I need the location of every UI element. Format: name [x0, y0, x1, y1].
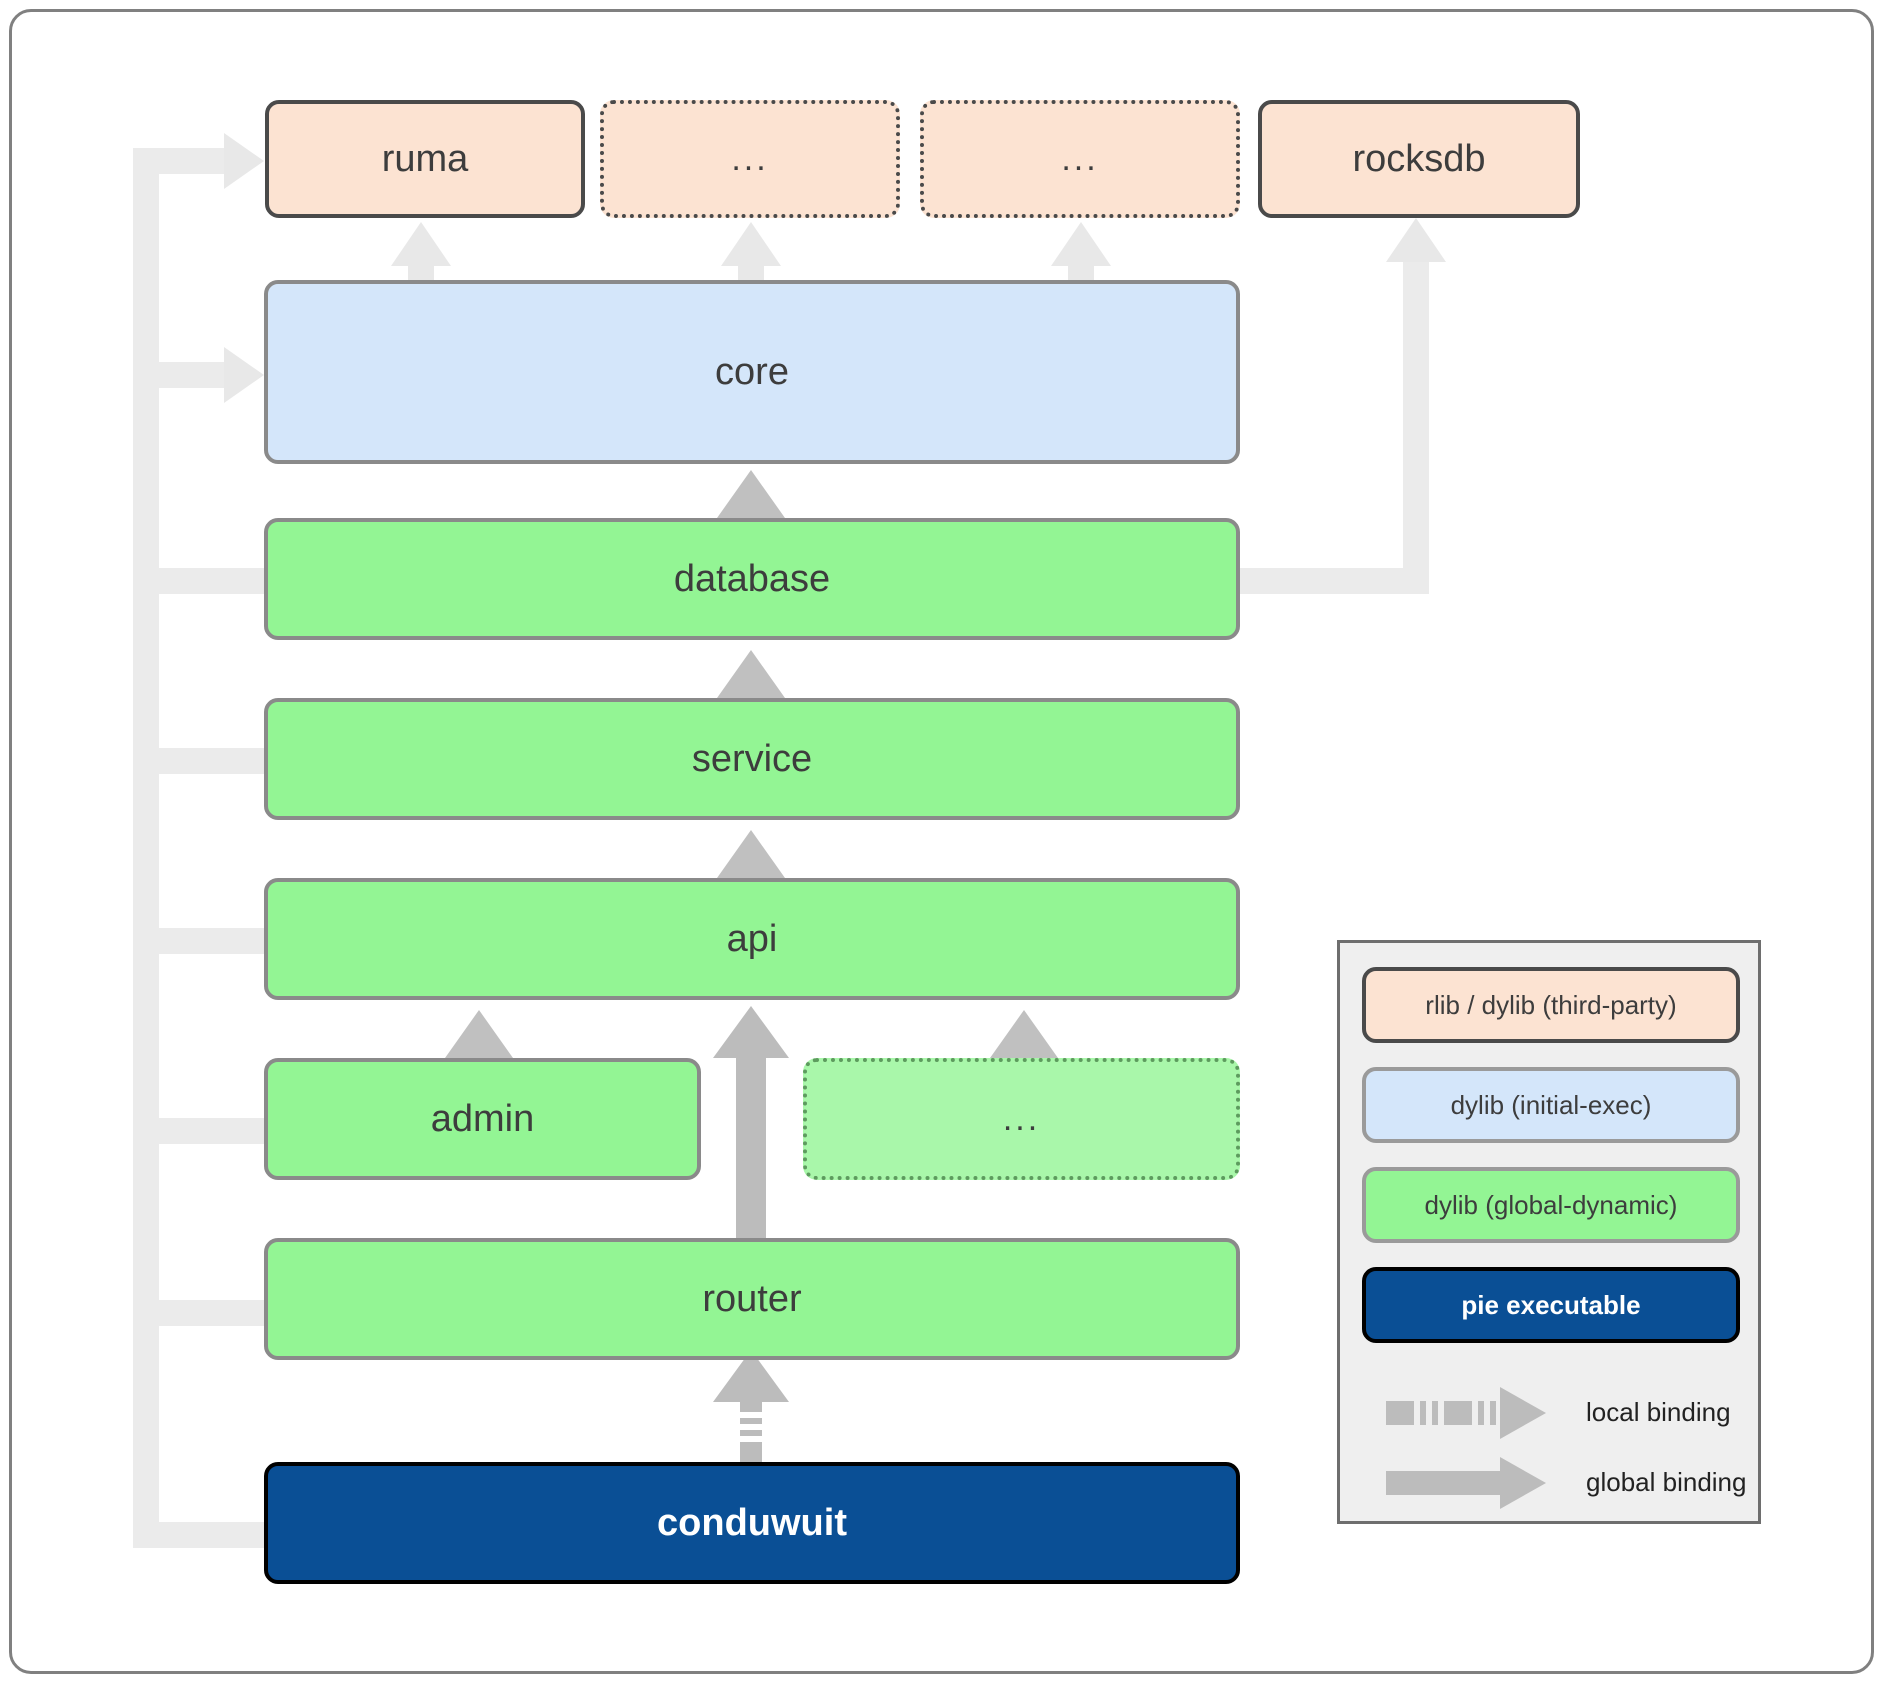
- legend-swatch-pie-executable[interactable]: pie executable: [1362, 1267, 1740, 1343]
- node-conduwuit-label: conduwuit: [657, 1502, 847, 1544]
- database-to-rocksdb-horizontal: [1236, 568, 1429, 594]
- node-ruma[interactable]: ruma: [265, 100, 585, 218]
- legend-swatch-initial-exec[interactable]: dylib (initial-exec): [1362, 1067, 1740, 1143]
- legend-swatch-third-party-label: rlib / dylib (third-party): [1425, 989, 1677, 1020]
- core-to-ruma-arrowhead: [391, 222, 451, 266]
- node-service-label: service: [691, 738, 813, 780]
- core-to-dots2-arrowhead: [1051, 222, 1111, 266]
- legend-local-binding-arrow-icon: [1386, 1387, 1546, 1439]
- node-third-party-dots-2-label: ...: [1061, 140, 1099, 178]
- left-bus-arrowhead-ruma: [224, 133, 264, 189]
- conduwuit-to-router-dash-2: [740, 1430, 762, 1436]
- database-to-rocksdb-arrowhead: [1386, 218, 1446, 262]
- legend-panel: rlib / dylib (third-party) dylib (initia…: [1337, 940, 1761, 1524]
- node-api-dots-label: ...: [1002, 1100, 1041, 1138]
- conduwuit-to-router-dash-1: [740, 1442, 762, 1462]
- legend-swatch-global-dynamic-label: dylib (global-dynamic): [1424, 1189, 1678, 1220]
- legend-swatch-global-dynamic[interactable]: dylib (global-dynamic): [1362, 1167, 1740, 1243]
- left-bus-branch-service: [133, 748, 273, 774]
- node-third-party-dots-1[interactable]: ...: [600, 100, 900, 218]
- legend-global-binding-arrow-icon: [1386, 1457, 1546, 1509]
- legend-global-binding-label: global binding: [1586, 1467, 1747, 1497]
- router-to-api-arrowhead: [713, 1006, 789, 1058]
- node-admin[interactable]: admin: [264, 1058, 701, 1180]
- database-to-core-arrowhead: [717, 470, 785, 518]
- node-ruma-label: ruma: [381, 138, 469, 180]
- node-rocksdb[interactable]: rocksdb: [1258, 100, 1580, 218]
- node-core[interactable]: core: [264, 280, 1240, 464]
- node-admin-label: admin: [430, 1098, 535, 1140]
- node-service[interactable]: service: [264, 698, 1240, 820]
- node-api-dots[interactable]: ...: [803, 1058, 1240, 1180]
- node-api[interactable]: api: [264, 878, 1240, 1000]
- left-bus-bottom-leg: [133, 1522, 268, 1548]
- node-router[interactable]: router: [264, 1238, 1240, 1360]
- service-to-database-arrowhead: [717, 650, 785, 698]
- left-bus-branch-core: [133, 362, 228, 388]
- left-bus-trunk: [133, 148, 159, 1548]
- node-database[interactable]: database: [264, 518, 1240, 640]
- node-third-party-dots-1-label: ...: [731, 140, 769, 178]
- admin-to-api-arrowhead: [445, 1010, 513, 1058]
- node-database-label: database: [673, 558, 831, 600]
- legend-swatch-initial-exec-label: dylib (initial-exec): [1450, 1089, 1652, 1120]
- apidots-to-api-arrowhead: [990, 1010, 1058, 1058]
- legend-local-binding-label: local binding: [1586, 1397, 1731, 1427]
- node-rocksdb-label: rocksdb: [1352, 138, 1486, 180]
- legend-swatch-pie-executable-label: pie executable: [1461, 1289, 1641, 1320]
- conduwuit-to-router-dash-3: [740, 1418, 762, 1424]
- database-to-rocksdb-vertical: [1403, 258, 1429, 594]
- core-to-dots1-arrowhead: [721, 222, 781, 266]
- left-bus-branch-admin: [133, 1118, 273, 1144]
- legend-swatch-third-party[interactable]: rlib / dylib (third-party): [1362, 967, 1740, 1043]
- router-to-api-shaft: [736, 1040, 766, 1240]
- left-bus-branch-router: [133, 1300, 273, 1326]
- api-to-service-arrowhead: [717, 830, 785, 878]
- left-bus-branch-ruma: [133, 148, 228, 174]
- node-core-label: core: [715, 351, 789, 393]
- left-bus-branch-database: [133, 568, 273, 594]
- left-bus-arrowhead-core: [224, 347, 264, 403]
- left-bus-branch-api: [133, 928, 273, 954]
- node-api-label: api: [726, 918, 778, 960]
- node-router-label: router: [702, 1278, 802, 1320]
- legend-row-global-binding: global binding: [1340, 1453, 1764, 1513]
- legend-row-local-binding: local binding: [1340, 1383, 1764, 1443]
- node-third-party-dots-2[interactable]: ...: [920, 100, 1240, 218]
- node-conduwuit[interactable]: conduwuit: [264, 1462, 1240, 1584]
